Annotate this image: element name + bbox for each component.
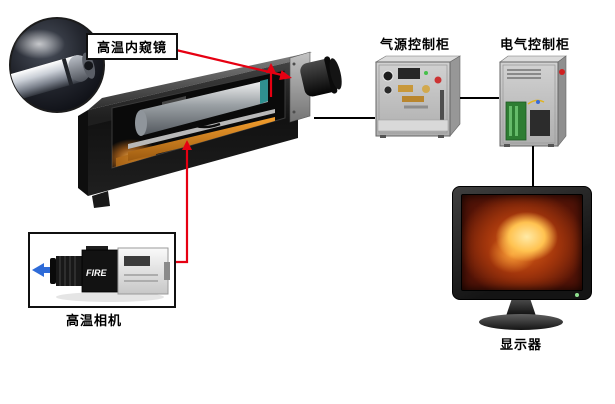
yellow-wire [527,99,545,105]
brand-text: FIRE [86,268,107,278]
red-callout-line-endoscope [175,48,283,77]
lens-ridge [69,256,71,286]
vent-slot [507,77,541,79]
cylinder-end-cap [135,110,147,136]
brass-fitting [402,96,424,102]
rear-housing [117,247,169,295]
eyepiece-cap [329,58,342,90]
red-up-arrowhead-icon [266,63,276,73]
cabinet-foot [380,135,386,138]
housing-groove [124,274,158,276]
display-window [398,68,420,79]
housing-end-face [78,110,88,196]
housing-top-face [88,52,312,110]
direction-arrow-tail [44,267,54,273]
pressure-gauge [383,85,393,95]
glare-highlight [13,29,65,59]
lens-ridge [64,256,66,286]
brass-fitting [398,85,413,92]
brass-valve [422,85,430,93]
endoscope-closeup [9,17,105,113]
door-frame [502,64,556,144]
high-temp-camera: FIRE [32,246,170,302]
black-module [530,110,550,136]
red-knob [434,76,442,84]
guide-rail [128,109,275,149]
flange-bolt [292,110,296,114]
cable [189,122,221,129]
pcb-trace [509,106,512,136]
direction-arrow-icon [32,263,44,277]
orange-rail [128,117,275,161]
housing-groove [124,280,158,282]
air-cabinet-label: 气源控制柜 [380,37,451,52]
cabinet-foot [548,144,554,147]
internal-camera-cylinder [140,80,268,136]
eyepiece-camera [300,56,342,97]
panel-frame [378,64,448,134]
cabinet-handle [440,90,444,120]
camera-top-ridge [86,246,108,252]
vent-slot [507,69,541,71]
pcb-trace [515,106,518,136]
red-line-camera-to-housing [176,148,189,264]
bottom-strip [377,119,449,132]
monitor-stand [506,300,536,316]
electric-cabinet-label: 电气控制柜 [500,37,571,52]
green-led [424,71,428,75]
cabinet-foot [504,144,510,147]
flange-bolt [292,62,296,66]
lens-ridge [59,256,61,286]
endoscope-probe [10,29,96,101]
lens-ridge [74,256,76,286]
pressure-gauge [382,70,394,82]
monitor-base [479,314,563,330]
probe-ring [61,58,74,86]
blue-component [536,100,540,104]
rear-connector [164,262,170,280]
endoscope-label-text: 高温内窥镜 [97,40,168,55]
lens-front-cap [50,258,56,284]
camera-label: 高温相机 [66,313,123,328]
probe-lens [84,61,94,71]
monitor-label: 显示器 [500,337,543,352]
red-button [559,69,565,75]
housing-label-plate [124,256,150,266]
cutaway-internals [112,79,275,168]
protective-housing [78,51,342,208]
probe-tube [10,55,92,101]
electric-control-cabinet [499,55,567,147]
red-up-arrowhead-icon [182,140,192,150]
red-arrowhead-icon [279,70,292,80]
vent-slot [507,73,541,75]
monitor-screen-furnace-image [461,194,583,291]
air-control-cabinet [374,55,462,138]
cabinet-foot [438,135,444,138]
power-led [575,293,579,297]
teal-ring [260,79,268,104]
camera-body [81,249,119,293]
housing-foot [92,191,110,208]
endoscope-label: 高温内窥镜 [86,33,179,60]
